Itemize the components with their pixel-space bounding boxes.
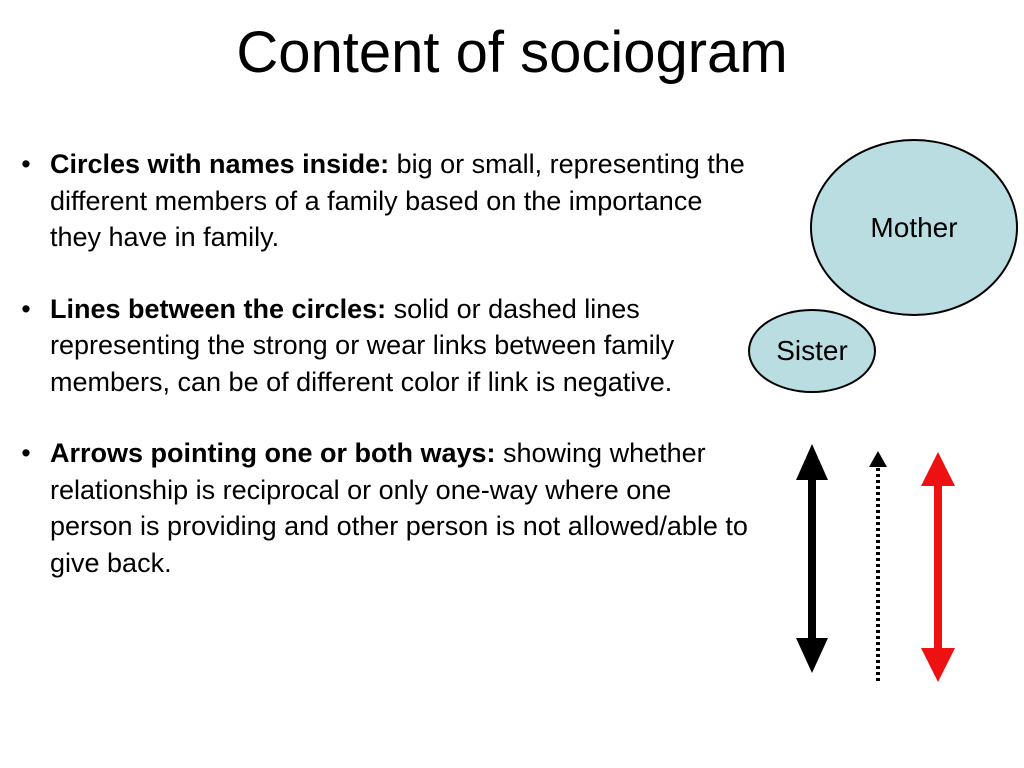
bullet-list: • Circles with names inside: big or smal… bbox=[16, 146, 756, 616]
mother-circle: Mother bbox=[810, 139, 1018, 316]
sister-label: Sister bbox=[776, 335, 848, 366]
negative-two-way-arrow-icon bbox=[921, 452, 955, 682]
solid-two-way-arrow-icon bbox=[796, 444, 828, 673]
bullet-text: solid or dashed lines representing the s… bbox=[50, 293, 675, 397]
bullet-icon: • bbox=[21, 293, 31, 324]
mother-label: Mother bbox=[870, 211, 958, 243]
sister-circle: Sister bbox=[748, 309, 876, 393]
negative-arrow-head-down bbox=[921, 648, 955, 682]
dashed-one-way-arrow-icon bbox=[869, 451, 887, 683]
bullet-item-lines: • Lines between the circles: solid or da… bbox=[16, 291, 756, 401]
solid-arrow-head-up bbox=[796, 444, 828, 480]
slide-title: Content of sociogram bbox=[236, 20, 788, 85]
negative-arrow-head-up bbox=[921, 452, 955, 486]
bullet-text: showing whether relationship is reciproc… bbox=[50, 438, 748, 578]
bullet-item-circles: • Circles with names inside: big or smal… bbox=[16, 146, 756, 256]
solid-arrow-head-down bbox=[796, 638, 828, 673]
bullet-term: Circles with names inside: bbox=[50, 149, 390, 179]
bullet-term: Lines between the circles: bbox=[50, 293, 387, 324]
bullet-icon: • bbox=[21, 149, 31, 179]
bullet-term: Arrows pointing one or both ways: bbox=[50, 438, 496, 468]
dashed-arrow-head-up bbox=[869, 451, 887, 467]
bullet-icon: • bbox=[21, 438, 31, 468]
bullet-text: big or small, representing the different… bbox=[50, 149, 745, 252]
bullet-item-arrows: • Arrows pointing one or both ways: show… bbox=[16, 435, 756, 581]
